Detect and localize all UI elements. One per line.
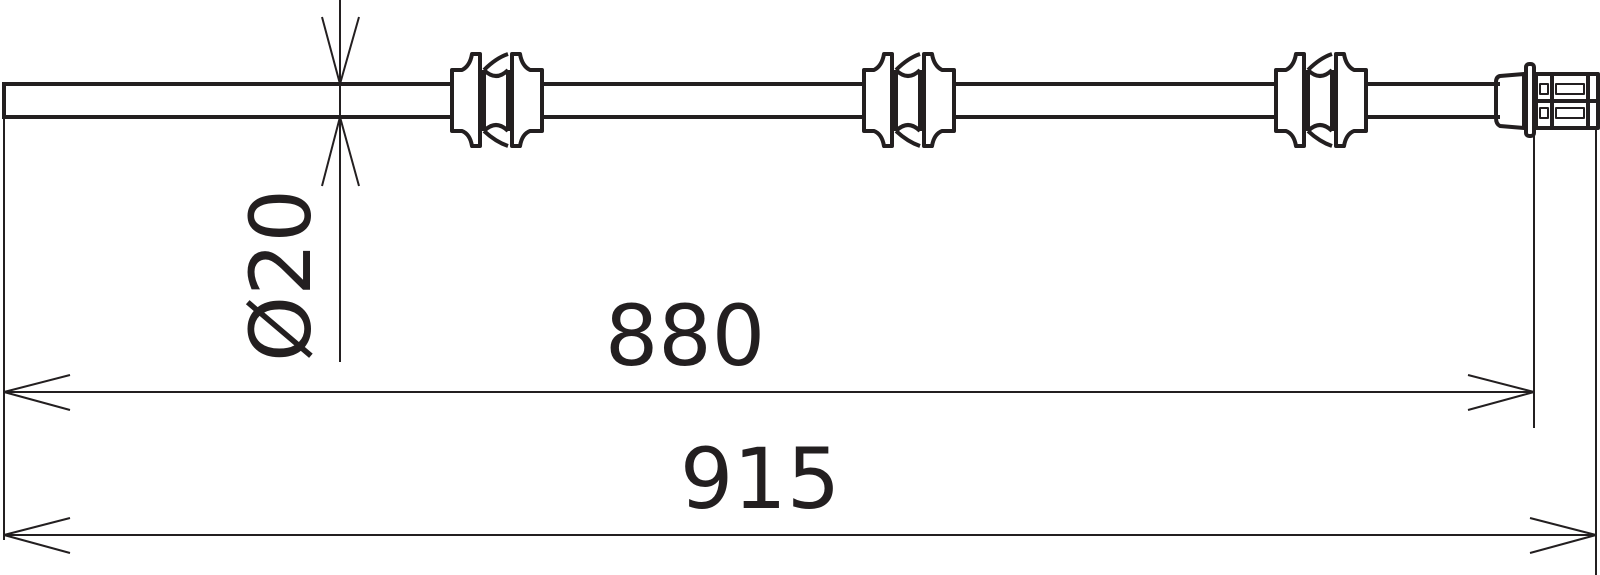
spacer-ring-3 [1274,52,1368,148]
overall-length-label: 915 [680,430,840,528]
extension-lines [3,119,1597,575]
inner-length-dimension: 880 [3,287,1535,411]
spacer-ring-2 [862,52,956,148]
overall-length-dimension: 915 [3,430,1597,554]
diameter-label: Ø20 [232,189,330,362]
spacer-ring-1 [450,52,544,148]
diameter-dimension: Ø20 [232,0,360,362]
inner-length-label: 880 [605,287,765,385]
rod [2,82,1500,119]
end-connector [1494,62,1600,138]
